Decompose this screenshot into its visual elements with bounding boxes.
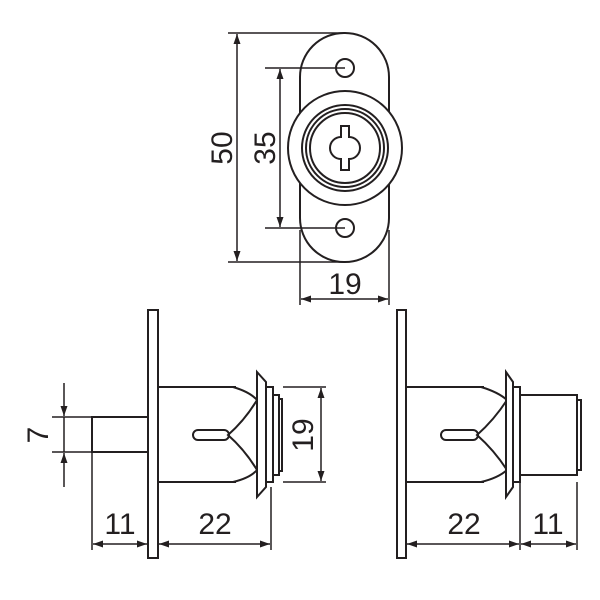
pin xyxy=(91,416,149,453)
lock-rim xyxy=(287,90,403,206)
flange xyxy=(505,368,514,501)
panel xyxy=(396,309,407,559)
dimension-label-22: 22 xyxy=(198,508,231,541)
dimension-label-11: 11 xyxy=(532,508,563,541)
body-cutout xyxy=(226,386,259,483)
dimension-label-11: 11 xyxy=(104,508,135,541)
dimension-label-19: 19 xyxy=(328,268,361,301)
dimension-label-19: 19 xyxy=(287,418,320,451)
panel xyxy=(147,309,159,559)
side-view-retracted: 7 11 22 19 xyxy=(22,309,326,559)
ring xyxy=(512,386,521,483)
keyhole-icon xyxy=(329,125,361,171)
dimension-label-7: 7 xyxy=(22,427,55,444)
side-view-extended: 22 11 xyxy=(396,309,582,559)
dimension-label-22: 22 xyxy=(447,508,480,541)
flange xyxy=(256,369,267,500)
dimension-label-50: 50 xyxy=(206,131,239,164)
front-view: 50 35 19 xyxy=(206,32,403,305)
cylinder-ring-middle xyxy=(305,108,385,188)
extended-cylinder xyxy=(519,394,578,476)
cylinder-ring-inner xyxy=(309,112,381,184)
latch-pin xyxy=(440,429,479,441)
dimension-label-35: 35 xyxy=(249,131,282,164)
cylinder-cap xyxy=(576,399,582,471)
cylinder-ring-outer xyxy=(301,104,389,192)
ring xyxy=(278,398,283,472)
ring xyxy=(265,386,274,483)
body-cutout xyxy=(475,386,509,483)
latch-pin xyxy=(192,429,230,441)
